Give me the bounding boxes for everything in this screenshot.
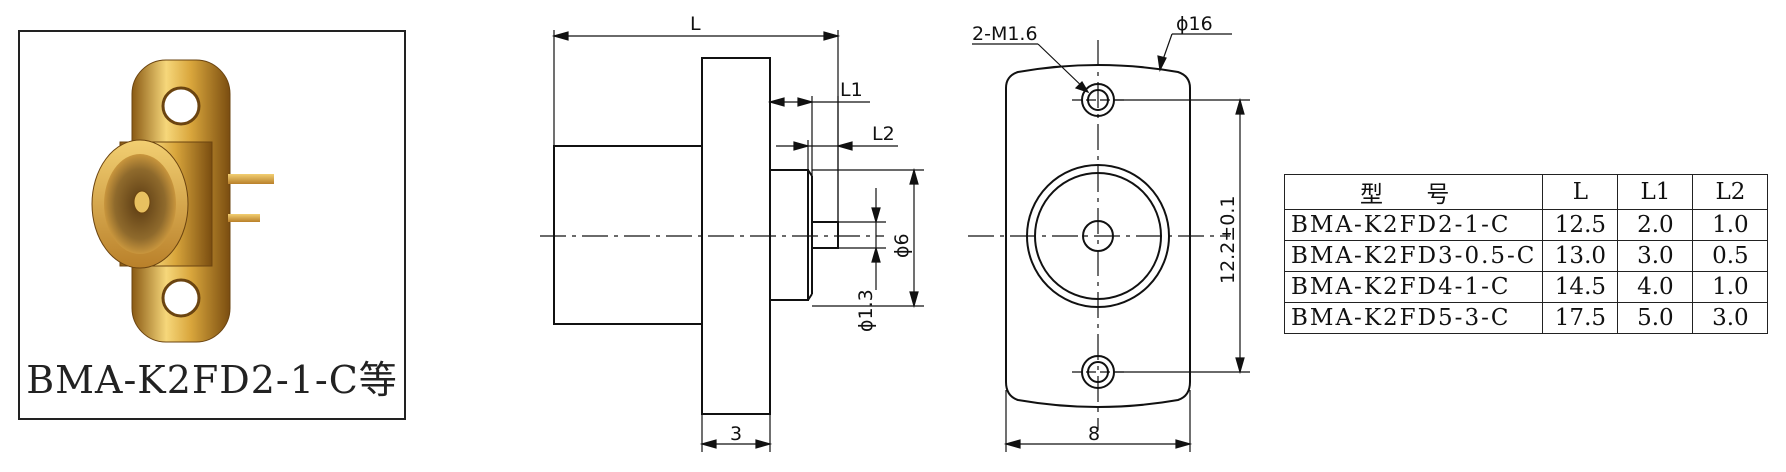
- spec-table: 型 号 L L1 L2 BMA-K2FD2-1-C 12.5 2.0 1.0 B…: [1283, 174, 1769, 334]
- cell-L1: 2.0: [1617, 209, 1694, 241]
- cell-model: BMA-K2FD2-1-C: [1283, 209, 1544, 241]
- table-row: BMA-K2FD3-0.5-C 13.0 3.0 0.5: [1283, 240, 1769, 272]
- header-L1: L1: [1617, 174, 1694, 210]
- dim-8-arrow-l: [1003, 439, 1021, 449]
- dim-L2-arrow-r: [835, 141, 853, 151]
- header-model: 型 号: [1283, 174, 1544, 210]
- cell-L2: 1.0: [1692, 271, 1769, 303]
- dim-d13-arrow-b: [871, 245, 881, 263]
- side-rear-step: [769, 169, 809, 301]
- label-L2: L2: [872, 123, 895, 145]
- label-3: 3: [730, 423, 742, 445]
- dim-3-arrow-l: [699, 439, 717, 449]
- cell-model: BMA-K2FD3-0.5-C: [1283, 240, 1544, 272]
- dim-d6-arrow-b: [909, 291, 919, 309]
- cell-L: 13.0: [1542, 240, 1619, 272]
- flange-hole-top: [161, 86, 201, 126]
- table-header-row: 型 号 L L1 L2: [1283, 174, 1769, 210]
- side-step-chamfer: [807, 169, 813, 177]
- label-d13: ϕ1.3: [855, 289, 877, 332]
- front-flange-outline: [1005, 64, 1191, 408]
- dim-L2-arrow-l: [793, 141, 811, 151]
- cell-L2: 0.5: [1692, 240, 1769, 272]
- dim-h-arrow-b: [1235, 357, 1245, 375]
- dim-8-arrow-r: [1175, 439, 1193, 449]
- label-L: L: [690, 13, 701, 35]
- header-L2: L2: [1692, 174, 1769, 210]
- product-photo-frame: BMA-K2FD2-1-C等: [18, 30, 406, 420]
- cell-L: 17.5: [1542, 302, 1619, 334]
- label-height: 12.2±0.1: [1217, 196, 1239, 284]
- dim-3-arrow-r: [755, 439, 773, 449]
- flange-hole-bottom: [161, 278, 201, 318]
- dim-d13-arrow-t: [871, 207, 881, 225]
- label-d16: ϕ16: [1176, 13, 1213, 35]
- dim-L-arrow-l: [551, 31, 569, 41]
- dim-L1-arrow-r: [797, 97, 815, 107]
- cell-model: BMA-K2FD5-3-C: [1283, 302, 1544, 334]
- photo-caption: BMA-K2FD2-1-C等: [26, 358, 398, 402]
- label-8: 8: [1088, 423, 1100, 445]
- dim-L-arrow-r: [823, 31, 841, 41]
- connector-photo: [91, 59, 274, 343]
- cell-L: 12.5: [1542, 209, 1619, 241]
- dim-L1-arrow-l: [767, 97, 785, 107]
- cell-L2: 3.0: [1692, 302, 1769, 334]
- header-L: L: [1542, 174, 1619, 210]
- label-d6: ϕ6: [891, 233, 913, 258]
- dim-d6-arrow-t: [909, 167, 919, 185]
- cell-model: BMA-K2FD4-1-C: [1283, 271, 1544, 303]
- rear-pin: [228, 174, 274, 184]
- label-holes: 2-M1.6: [972, 23, 1038, 45]
- cell-L1: 5.0: [1617, 302, 1694, 334]
- rear-pin-2: [228, 214, 260, 222]
- table-row: BMA-K2FD2-1-C 12.5 2.0 1.0: [1283, 209, 1769, 241]
- cell-L: 14.5: [1542, 271, 1619, 303]
- label-L1: L1: [840, 79, 863, 101]
- center-contact: [133, 190, 151, 214]
- side-body: [553, 145, 703, 325]
- cell-L1: 3.0: [1617, 240, 1694, 272]
- side-step-chamfer-2: [807, 293, 813, 301]
- cell-L2: 1.0: [1692, 209, 1769, 241]
- side-pin: [811, 221, 839, 249]
- leader-d16-arrow: [1157, 55, 1167, 72]
- leader-holes-arrow: [1074, 81, 1090, 94]
- table-row: BMA-K2FD4-1-C 14.5 4.0 1.0: [1283, 271, 1769, 303]
- table-row: BMA-K2FD5-3-C 17.5 5.0 3.0: [1283, 302, 1769, 334]
- dim-h-arrow-t: [1235, 97, 1245, 115]
- cell-L1: 4.0: [1617, 271, 1694, 303]
